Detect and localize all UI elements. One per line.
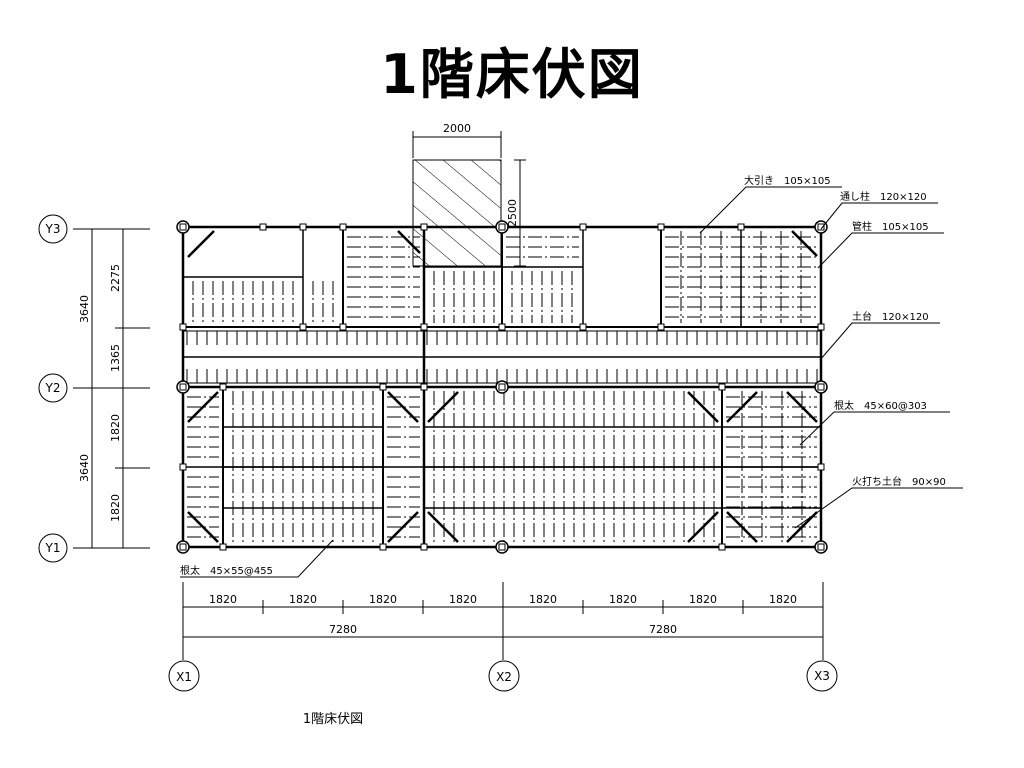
post-square <box>379 383 387 391</box>
post-square <box>259 223 267 231</box>
post-square <box>420 383 428 391</box>
left-dim-2275: 2275 <box>109 264 122 292</box>
slide-title: 1階床伏図 <box>380 43 644 106</box>
column-square <box>179 543 187 551</box>
bottom-dim-module: 1820 <box>689 593 717 606</box>
left-dimension-lines <box>73 228 150 549</box>
stair-width-label: 2000 <box>443 122 471 135</box>
label-toushibashira: 通し柱 120×120 <box>840 190 927 203</box>
label-oobiki: 大引き 105×105 <box>744 174 831 187</box>
post-square <box>657 223 665 231</box>
bottom-dim-module: 1820 <box>209 593 237 606</box>
post-square <box>420 543 428 551</box>
grid-y2: Y2 <box>38 373 68 403</box>
post-square <box>179 323 187 331</box>
grid-y1: Y1 <box>38 533 68 563</box>
grid-x1: X1 <box>168 660 200 692</box>
left-dim-1820-lower: 1820 <box>109 494 122 522</box>
grid-y2-label: Y2 <box>45 381 61 395</box>
post-square <box>299 223 307 231</box>
grid-y3: Y3 <box>38 214 68 244</box>
left-dim-3640-lower: 3640 <box>78 454 91 482</box>
stair-depth-label: 2500 <box>506 199 519 227</box>
bottom-dim-module: 1820 <box>369 593 397 606</box>
column-square <box>817 383 825 391</box>
post-square <box>219 383 227 391</box>
grid-x2-label: X2 <box>496 670 512 684</box>
grid-x1-label: X1 <box>176 670 192 684</box>
label-hiuchi: 火打ち土台 90×90 <box>852 475 946 488</box>
post-square <box>718 383 726 391</box>
grid-y3-label: Y3 <box>45 222 61 236</box>
column-square <box>179 383 187 391</box>
plan-caption: 1階床伏図 <box>303 712 363 727</box>
post-square <box>299 323 307 331</box>
post-square <box>657 323 665 331</box>
leader-lines <box>180 186 963 578</box>
grid-x3-label: X3 <box>814 669 830 683</box>
posts <box>176 220 828 554</box>
bottom-dim-7280-left: 7280 <box>329 623 357 636</box>
post-square <box>718 543 726 551</box>
grid-y1-label: Y1 <box>45 541 61 555</box>
post-square <box>737 223 745 231</box>
column-square <box>498 223 506 231</box>
label-dodai: 土台 120×120 <box>852 310 929 323</box>
column-square <box>817 223 825 231</box>
grid-x2: X2 <box>488 660 520 692</box>
bottom-dim-module: 1820 <box>769 593 797 606</box>
post-square <box>179 463 187 471</box>
left-dim-3640-upper: 3640 <box>78 295 91 323</box>
post-square <box>339 223 347 231</box>
bottom-dim-module: 1820 <box>449 593 477 606</box>
post-square <box>420 223 428 231</box>
label-kudabashira: 管柱 105×105 <box>852 220 929 233</box>
post-square <box>498 323 506 331</box>
stair-opening <box>412 159 502 267</box>
label-neda-bottom: 根太 45×55@455 <box>180 564 273 577</box>
left-dim-1820-upper: 1820 <box>109 414 122 442</box>
bottom-dimension-lines <box>182 582 824 660</box>
floor-joists <box>183 231 821 543</box>
post-square <box>339 323 347 331</box>
column-square <box>179 223 187 231</box>
post-square <box>817 463 825 471</box>
column-square <box>498 383 506 391</box>
post-square <box>379 543 387 551</box>
bottom-dim-module: 1820 <box>529 593 557 606</box>
post-square <box>579 223 587 231</box>
post-square <box>420 323 428 331</box>
post-square <box>219 543 227 551</box>
bottom-dim-module: 1820 <box>609 593 637 606</box>
grid-x3: X3 <box>806 660 838 692</box>
bottom-dim-7280-right: 7280 <box>649 623 677 636</box>
left-dim-1365: 1365 <box>109 344 122 372</box>
bottom-dim-module: 1820 <box>289 593 317 606</box>
column-square <box>498 543 506 551</box>
post-square <box>817 323 825 331</box>
corner-braces <box>187 230 818 543</box>
bottom-dimension-labels: 1820 1820 1820 1820 1820 1820 1820 1820 <box>209 593 797 606</box>
stair-dimensions <box>412 131 526 267</box>
label-neda-top: 根太 45×60@303 <box>834 399 927 412</box>
post-square <box>579 323 587 331</box>
column-square <box>817 543 825 551</box>
